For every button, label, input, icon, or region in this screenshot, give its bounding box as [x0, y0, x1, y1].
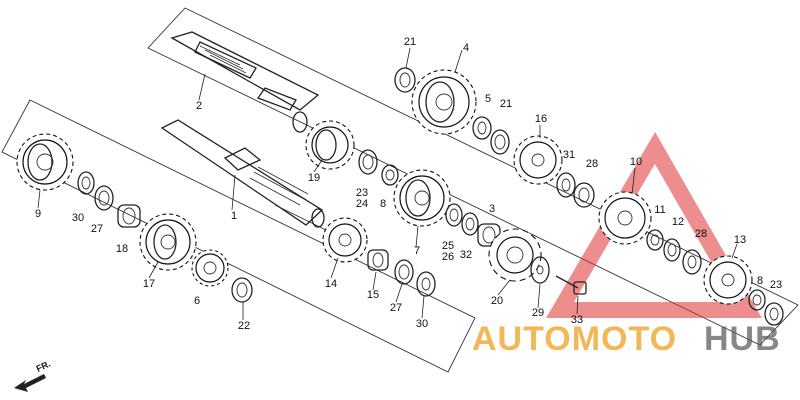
- label-19: 19: [308, 172, 320, 184]
- washer-12: [663, 238, 681, 262]
- label-29: 29: [532, 307, 544, 319]
- label-8-lower: 8: [757, 275, 763, 287]
- label-20: 20: [491, 295, 503, 307]
- washer-21-top: [394, 67, 416, 93]
- label-31: 31: [563, 149, 575, 161]
- washer-28-upper: [573, 182, 595, 208]
- washer-29: [530, 256, 550, 284]
- washer-23-24: [358, 149, 378, 175]
- label-21-top: 21: [404, 36, 416, 48]
- gear-16: [513, 135, 563, 185]
- label-9: 9: [35, 208, 41, 220]
- label-28-upper: 28: [586, 158, 598, 170]
- washer-27-upper: [394, 259, 414, 285]
- label-21-second: 21: [500, 98, 512, 110]
- washer-25-26: [445, 203, 463, 227]
- gear-19: [305, 120, 355, 170]
- bushing-18: [117, 204, 141, 228]
- label-3: 3: [489, 203, 495, 215]
- label-6: 6: [194, 295, 200, 307]
- washer-22: [231, 277, 253, 303]
- label-16: 16: [535, 113, 547, 125]
- connector-line: [274, 204, 331, 233]
- bushing-8-lower: [748, 289, 766, 311]
- washer-21-second: [490, 129, 510, 155]
- gear-13: [703, 255, 753, 305]
- washer-31: [556, 172, 576, 198]
- label-26: 26: [442, 251, 454, 263]
- front-direction-arrow: FR.: [14, 359, 52, 392]
- watermark-automoto: AUTOMOTO: [472, 320, 677, 358]
- label-7: 7: [414, 245, 420, 257]
- gear-9: [16, 133, 74, 191]
- washer-28-lower: [682, 249, 702, 275]
- washer-23-lower: [764, 302, 784, 326]
- bushing-15: [367, 249, 389, 271]
- label-5: 5: [485, 93, 491, 105]
- mainshaft-1: [160, 119, 325, 228]
- gear-10: [598, 191, 652, 245]
- label-24: 24: [356, 198, 368, 210]
- bushing-11: [646, 229, 664, 251]
- label-25: 25: [442, 240, 454, 252]
- washer-30-lower: [77, 171, 95, 195]
- label-33: 33: [571, 314, 583, 326]
- leader-lines: [37, 47, 738, 320]
- label-27-upper: 27: [390, 302, 402, 314]
- label-23-upper: 23: [356, 187, 368, 199]
- label-14: 14: [325, 278, 337, 290]
- label-8-upper: 8: [380, 198, 386, 210]
- label-28-lower: 28: [695, 228, 707, 240]
- gear-4: [411, 69, 477, 135]
- label-30-lower: 30: [72, 212, 84, 224]
- gear-6: [191, 249, 229, 287]
- label-4: 4: [463, 42, 469, 54]
- gear-17: [139, 213, 197, 271]
- gear-7: [393, 169, 451, 227]
- label-15: 15: [367, 289, 379, 301]
- label-18: 18: [116, 243, 128, 255]
- label-32: 32: [460, 249, 472, 261]
- label-2: 2: [196, 100, 202, 112]
- label-23-lower: 23: [770, 279, 782, 291]
- label-11: 11: [654, 204, 665, 216]
- bolt-33: [555, 275, 587, 295]
- bushing-5: [472, 116, 492, 140]
- washer-30-upper: [416, 271, 436, 297]
- bushing-8-upper: [381, 164, 399, 186]
- washer-27-lower: [94, 185, 114, 211]
- label-13: 13: [734, 234, 746, 246]
- washer-32: [461, 212, 479, 236]
- label-1: 1: [231, 210, 237, 222]
- label-17: 17: [143, 278, 155, 290]
- countershaft-2: [170, 31, 320, 133]
- label-12: 12: [672, 216, 684, 228]
- sprocket-20: [488, 228, 542, 282]
- front-direction-label: FR.: [35, 359, 52, 374]
- label-22: 22: [238, 320, 250, 332]
- label-27-lower: 27: [91, 223, 103, 235]
- label-10: 10: [630, 156, 642, 168]
- label-30-upper: 30: [416, 318, 428, 330]
- upper-shaft-frame: [147, 7, 799, 346]
- watermark-hub: HUB: [704, 320, 781, 358]
- gear-14: [322, 217, 368, 263]
